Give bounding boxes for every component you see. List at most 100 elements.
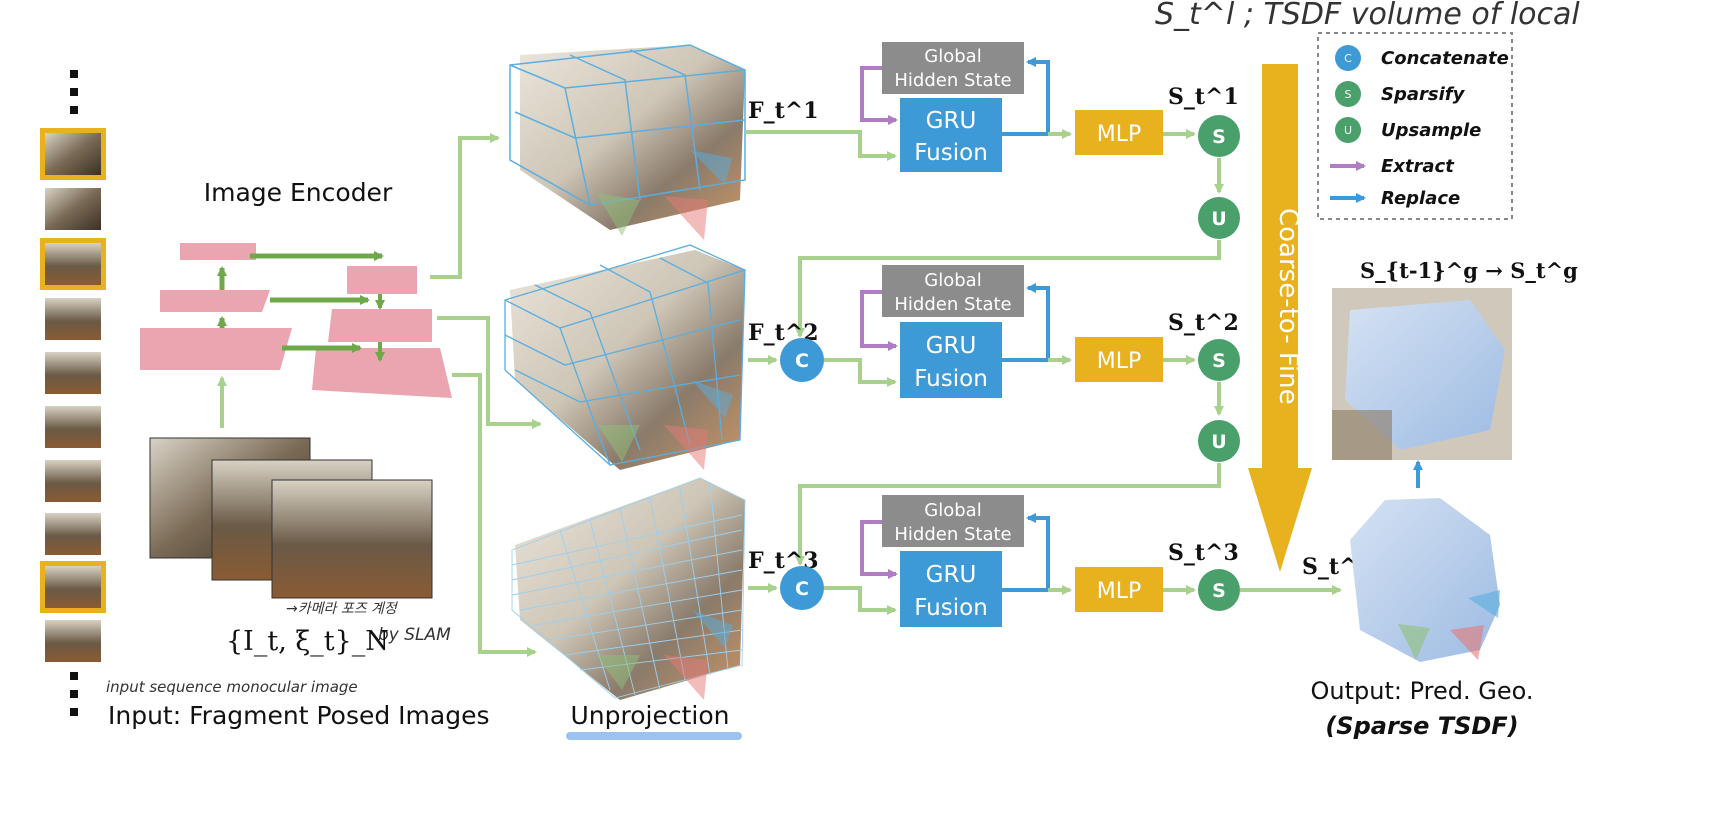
sparsify-node <box>1198 115 1240 157</box>
input-note-slam: by SLAM <box>378 625 451 645</box>
global-tsdf-render <box>1332 288 1512 460</box>
legend-badge-text: S <box>1345 88 1352 101</box>
hidden-state-label-top: Global <box>924 500 981 521</box>
frame-thumb <box>45 298 101 340</box>
legend-badge <box>1335 117 1361 143</box>
gru-fusion-box <box>900 98 1002 172</box>
output-label: S_t^1 <box>1168 84 1239 110</box>
ellipsis-dot <box>70 690 78 698</box>
global-update-label: S_{t-1}^g → S_t^g <box>1360 258 1578 283</box>
global-hidden-state-box <box>882 42 1024 94</box>
output-label-line1: Output: Pred. Geo. <box>1311 677 1534 705</box>
upsample-label: U <box>1211 431 1226 453</box>
output-label: S_t^3 <box>1168 540 1239 566</box>
flow-arrow <box>745 130 897 161</box>
legend-label: Extract <box>1381 156 1455 177</box>
input-formula: {I_t, ξ_t}_N <box>226 626 389 657</box>
gru-fusion-box <box>900 322 1002 398</box>
frame-thumb <box>45 513 101 555</box>
frame-thumb <box>45 406 101 448</box>
output-label: S_t^2 <box>1168 310 1239 336</box>
frame-thumb <box>45 620 101 662</box>
encoder-layer <box>347 266 417 294</box>
legend-badge-text: U <box>1344 124 1352 137</box>
level-2: F_t^2 C Global Hidden State GRU Fusion M… <box>748 265 1240 566</box>
ellipsis-dot <box>70 88 78 96</box>
mlp-label: MLP <box>1097 122 1142 147</box>
upsample-node <box>1198 197 1240 239</box>
input-photo <box>271 479 433 599</box>
coarse-to-fine-label: Coarse-to- Fine <box>1273 208 1303 405</box>
level-3: F_t^3 C Global Hidden State GRU Fusion M… <box>748 495 1342 627</box>
extract-arrow <box>860 520 898 579</box>
ellipsis-dot <box>70 672 78 680</box>
feature-label: F_t^1 <box>748 98 819 124</box>
upsample-node <box>1198 420 1240 462</box>
concat-label: C <box>795 578 809 600</box>
hidden-state-label-bottom: Hidden State <box>894 294 1011 315</box>
sparsify-node <box>1198 569 1240 611</box>
ellipsis-dot <box>70 70 78 78</box>
sparsify-label: S <box>1212 126 1226 148</box>
gru-fusion-box <box>900 551 1002 627</box>
legend-badge <box>1335 45 1361 71</box>
encoder-layer <box>328 309 432 342</box>
flow-arrow <box>824 586 897 615</box>
mlp-label: MLP <box>1097 579 1142 604</box>
mlp-box <box>1075 110 1163 155</box>
coarse-to-fine-arrow: Coarse-to- Fine <box>1248 64 1312 572</box>
unprojection-volume-1 <box>509 44 746 240</box>
sparsify-label: S <box>1212 580 1226 602</box>
extract-arrow <box>860 66 898 125</box>
hidden-state-label-top: Global <box>924 46 981 67</box>
flow-arrow <box>430 133 500 279</box>
gru-label-top: GRU <box>926 108 977 134</box>
unprojection-volume-3 <box>511 477 746 700</box>
unprojection-label: Unprojection <box>571 701 730 730</box>
hidden-state-label-bottom: Hidden State <box>894 70 1011 91</box>
input-note-pose: →카메라 포즈 계정 <box>286 601 399 617</box>
encoder-layer <box>160 290 270 312</box>
legend-badge-text: C <box>1344 52 1352 65</box>
input-images <box>149 437 433 599</box>
legend: C Concatenate S Sparsify U Upsample Extr… <box>1317 32 1513 220</box>
frame-thumb <box>45 133 101 175</box>
frame-sequence <box>40 70 106 716</box>
extract-arrow <box>860 290 898 351</box>
frame-thumb <box>45 243 101 285</box>
replace-arrow <box>1002 513 1050 592</box>
hidden-state-label-bottom: Hidden State <box>894 524 1011 545</box>
frame-thumb <box>45 566 101 608</box>
sparsify-label: S <box>1212 350 1226 372</box>
upsample-label: U <box>1211 208 1226 230</box>
flow-arrow <box>795 463 1221 566</box>
replace-arrow <box>1002 283 1050 362</box>
mlp-box <box>1075 337 1163 382</box>
legend-label: Upsample <box>1381 120 1481 141</box>
header-handwritten-note: S_t^l ; TSDF volume of local <box>1155 0 1580 32</box>
legend-badge <box>1335 81 1361 107</box>
global-hidden-state-box <box>882 265 1024 317</box>
legend-label: Concatenate <box>1381 48 1509 69</box>
concat-label: C <box>795 350 809 372</box>
input-note-sequence: input sequence monocular image <box>106 678 358 696</box>
flow-arrow <box>795 240 1221 338</box>
flow-arrow <box>437 316 542 429</box>
gru-label-bottom: Fusion <box>914 366 988 392</box>
replace-arrow <box>1002 57 1050 136</box>
concat-node <box>780 566 824 610</box>
mlp-box <box>1075 567 1163 612</box>
legend-label: Sparsify <box>1381 84 1466 105</box>
unprojection-underline <box>566 732 742 740</box>
mlp-label: MLP <box>1097 349 1142 374</box>
output-label-line2: (Sparse TSDF) <box>1325 712 1518 740</box>
flow-arrow <box>452 373 537 657</box>
sparsify-node <box>1198 339 1240 381</box>
ellipsis-dot <box>70 106 78 114</box>
flow-arrow <box>824 358 897 387</box>
input-label: Input: Fragment Posed Images <box>108 701 489 730</box>
ellipsis-dot <box>70 708 78 716</box>
gru-label-top: GRU <box>926 333 977 359</box>
legend-label: Replace <box>1381 188 1460 209</box>
encoder-title: Image Encoder <box>204 178 393 207</box>
